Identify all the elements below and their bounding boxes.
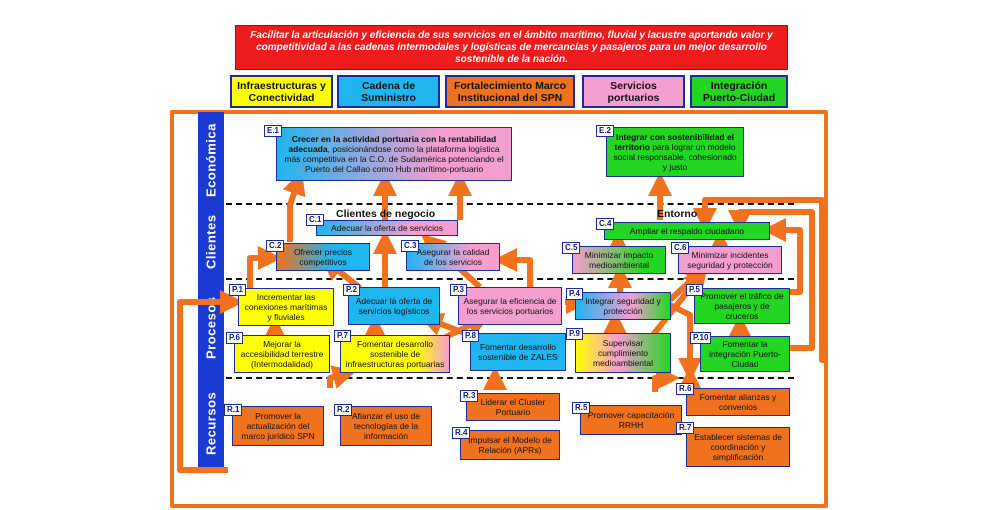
label-clientes-negocio: Clientes de negocio: [336, 208, 436, 220]
code-c5: C.5: [562, 242, 581, 254]
code-p1: P.1: [229, 284, 246, 296]
arrow-r-to-p7: [327, 365, 357, 389]
objective-c1[interactable]: Adecuar la oferta de servicios: [316, 220, 458, 236]
code-e1: E.1: [264, 125, 283, 137]
objective-r5[interactable]: Promover capacitación RRHH: [580, 405, 682, 435]
objective-p2[interactable]: Adecuar la oferta de servicios logístico…: [348, 287, 440, 325]
objective-p8[interactable]: Fomentar desarrollo sostenible de ZALES: [470, 333, 566, 371]
code-c1: C.1: [306, 214, 325, 226]
separator-procesos-recursos: [226, 377, 794, 379]
code-c4: C.4: [596, 218, 615, 230]
header-infraestructuras: Infraestructuras y Conectividad: [230, 75, 333, 108]
code-r1: R.1: [224, 404, 243, 416]
header-integracion: Integración Puerto-Ciudad: [690, 75, 788, 108]
arrow-p10-c4: [728, 209, 815, 351]
objective-p10[interactable]: Fomentar la integración Puerto-Ciudad: [700, 336, 790, 372]
objective-p1[interactable]: Incrementar las conexiones marítimas y f…: [238, 288, 334, 326]
objective-p5[interactable]: Promover el tráfico de pasajeros y de cr…: [694, 288, 790, 324]
code-p10: P.10: [690, 332, 712, 344]
code-r7: R.7: [676, 422, 695, 434]
code-e2: E.2: [596, 125, 615, 137]
objective-p9[interactable]: Supervisar cumplimiento medioambiental: [575, 333, 671, 373]
arrow-p1-c2: [247, 246, 282, 290]
code-p4: P.4: [566, 288, 583, 300]
objective-c5[interactable]: Minimizar impacto medioambiental: [572, 246, 666, 274]
arrow-outer-loop: [177, 290, 244, 473]
header-cadena-suministro: Cadena de Suministro: [337, 75, 440, 108]
arrow-p5-c4: [762, 218, 803, 295]
code-p6: P.6: [226, 332, 243, 344]
objective-p3[interactable]: Asegurar la eficiencia de los servicios …: [458, 287, 562, 325]
objective-c3[interactable]: Asegurar la calidad de los servicios: [406, 243, 500, 271]
header-servicios-portuarios: Servicios portuarios: [582, 75, 685, 108]
mission-banner: Facilitar la articulación y eficiencia d…: [235, 25, 788, 70]
code-r6: R.6: [676, 383, 695, 395]
separator-clientes-procesos: [226, 278, 794, 280]
code-c2: C.2: [266, 240, 285, 252]
code-p9: P.9: [566, 328, 583, 340]
header-fortalecimiento: Fortalecimiento Marco Institucional del …: [445, 75, 575, 108]
code-c6: C.6: [671, 242, 690, 254]
perspective-sidebar: [198, 112, 224, 470]
code-r4: R.4: [452, 427, 471, 439]
objective-c4[interactable]: Ampliar el respaldo ciudadano: [604, 222, 770, 240]
objective-r2[interactable]: Afianzar el uso de tecnologías de la inf…: [340, 406, 432, 446]
code-r2: R.2: [334, 404, 353, 416]
objective-e1[interactable]: Crecer en la actividad portuaria con la …: [276, 127, 512, 181]
objective-r1[interactable]: Promover la actualización del marco jurí…: [232, 406, 324, 446]
label-entorno: Entorno: [657, 208, 698, 220]
code-p5: P.5: [686, 284, 703, 296]
code-p2: P.2: [343, 284, 360, 296]
code-p7: P.7: [334, 330, 351, 342]
arrow-pl-right: [668, 302, 702, 382]
arrow-c2-e1: [282, 170, 306, 242]
arrow-r-to-p9: [652, 366, 680, 392]
arrow-p3-c3: [493, 248, 533, 287]
code-p3: P.3: [450, 284, 467, 296]
objective-r4[interactable]: Impulsar el Modelo de Relación (APRs): [460, 430, 560, 460]
mission-text: Facilitar la articulación y eficiencia d…: [250, 29, 773, 65]
separator-economica-clientes: [226, 203, 794, 205]
objective-p7[interactable]: Fomentar desarrollo sostenible de infrae…: [340, 335, 450, 373]
objective-r7[interactable]: Establecer sistemas de coordinación y si…: [686, 427, 790, 467]
objective-r3[interactable]: Liderar el Cluster Portuario: [466, 393, 560, 421]
code-p8: P.8: [462, 330, 479, 342]
arrow-right-loop: [693, 197, 826, 363]
code-r3: R.3: [460, 390, 479, 402]
code-c3: C.3: [401, 240, 420, 252]
objective-p4[interactable]: Integrar seguridad y protección: [575, 292, 671, 320]
objective-c2[interactable]: Ofrecer precios competitivos: [276, 243, 370, 271]
objective-e2[interactable]: Integrar con sostenibilidad el territori…: [606, 127, 744, 177]
outer-frame: [170, 110, 828, 508]
objective-p6[interactable]: Mejorar la accesibilidad terrestre (Inte…: [234, 335, 330, 373]
code-r5: R.5: [572, 402, 591, 414]
objective-r6[interactable]: Fomentar alianzas y convenios: [686, 388, 790, 416]
objective-c6[interactable]: Minimizar incidentes seguridad y protecc…: [678, 246, 782, 274]
